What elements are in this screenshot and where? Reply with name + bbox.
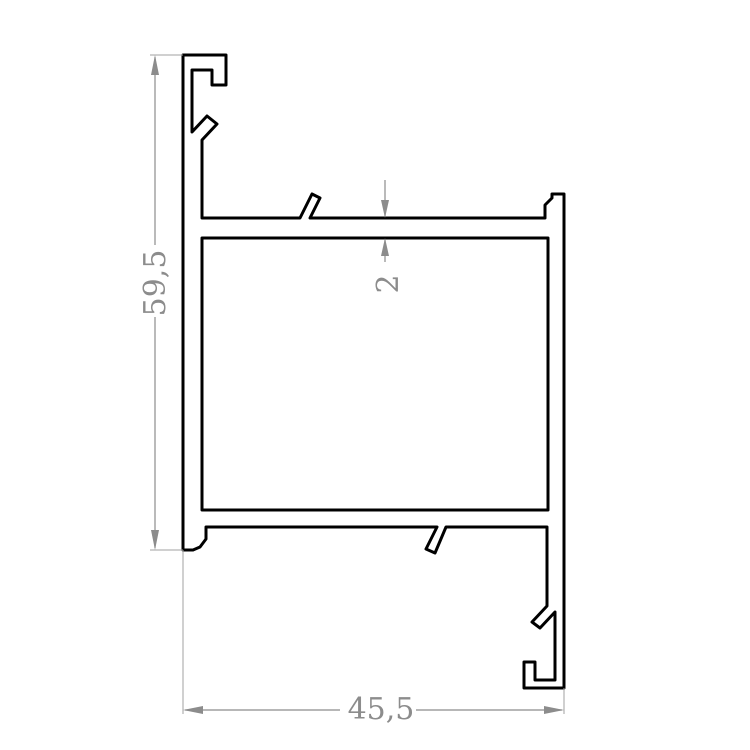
width-dimension: 45,5 bbox=[182, 550, 565, 727]
wall-thickness-label: 2 bbox=[371, 274, 406, 293]
width-arrow-right bbox=[544, 706, 564, 714]
width-arrow-left bbox=[183, 706, 203, 714]
width-dimension-label: 45,5 bbox=[348, 692, 415, 727]
height-dimension: 59,5 bbox=[138, 54, 183, 551]
profile-outer-contour bbox=[181, 53, 566, 690]
profile-inner-chamber bbox=[200, 236, 550, 512]
height-dimension-label: 59,5 bbox=[138, 250, 173, 317]
height-label-background bbox=[138, 245, 170, 317]
height-arrow-bottom bbox=[151, 530, 159, 550]
width-label-background bbox=[340, 692, 416, 726]
wall-thickness-dimension: 2 bbox=[371, 180, 406, 294]
wall-arrow-bottom bbox=[381, 238, 389, 256]
profile-section bbox=[181, 53, 566, 690]
height-arrow-top bbox=[151, 55, 159, 75]
wall-arrow-top bbox=[381, 200, 389, 218]
